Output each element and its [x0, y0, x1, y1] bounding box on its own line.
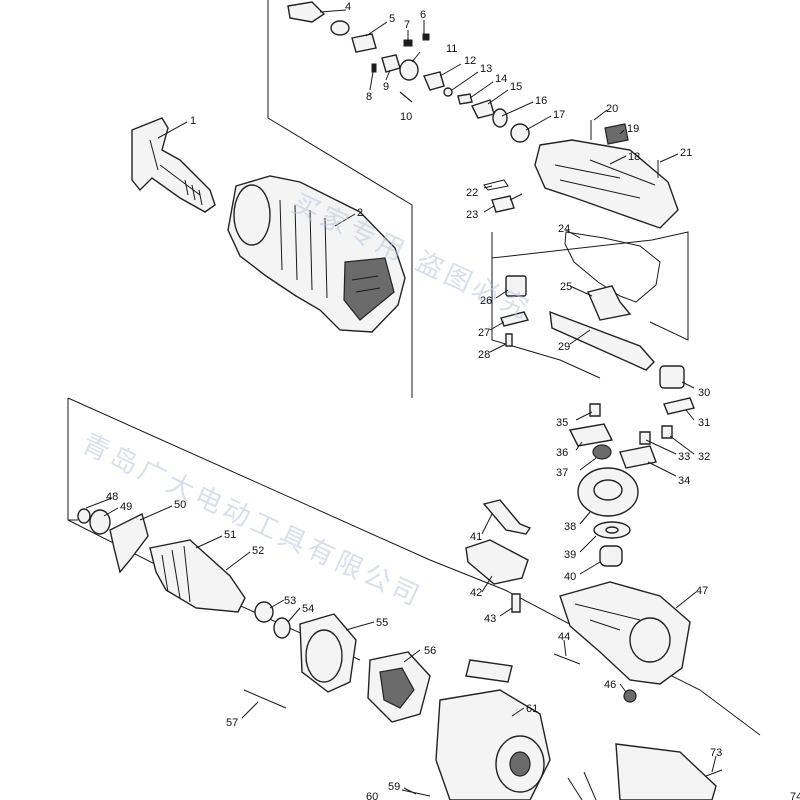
callout-29: 29	[558, 341, 570, 353]
callout-7: 7	[404, 19, 410, 31]
callout-55: 55	[376, 617, 388, 629]
callout-53: 53	[284, 595, 296, 607]
callout-18: 18	[628, 151, 640, 163]
callout-44: 44	[558, 631, 570, 643]
callout-32: 32	[698, 451, 710, 463]
callout-37: 37	[556, 467, 568, 479]
callout-34: 34	[678, 475, 690, 487]
callout-16: 16	[535, 95, 547, 107]
callout-22: 22	[466, 187, 478, 199]
callout-17: 17	[553, 109, 565, 121]
part-mid-assembly	[483, 179, 685, 389]
callout-30: 30	[698, 387, 710, 399]
callout-24: 24	[558, 223, 570, 235]
callout-41: 41	[470, 531, 482, 543]
callout-6: 6	[420, 9, 426, 21]
callout-51: 51	[224, 529, 236, 541]
leader-lines	[85, 9, 717, 795]
callout-39: 39	[564, 549, 576, 561]
callout-42: 42	[470, 587, 482, 599]
callout-50: 50	[174, 499, 186, 511]
callout-14: 14	[495, 73, 507, 85]
callout-13: 13	[480, 63, 492, 75]
callout-4: 4	[345, 1, 351, 13]
callout-52: 52	[252, 545, 264, 557]
callout-54: 54	[302, 603, 314, 615]
part-housing	[227, 175, 406, 333]
callout-48: 48	[106, 491, 118, 503]
callout-27: 27	[478, 327, 490, 339]
callout-35: 35	[556, 417, 568, 429]
callout-56: 56	[424, 645, 436, 657]
callout-labels: 1 2 4 5 6 7 8 9 10 11 12 13 14 15 16 17 …	[106, 1, 800, 800]
callout-60: 60	[366, 791, 378, 800]
callout-20: 20	[606, 103, 618, 115]
callout-47: 47	[696, 585, 708, 597]
callout-49: 49	[120, 501, 132, 513]
callout-43: 43	[484, 613, 496, 625]
callout-21: 21	[680, 147, 692, 159]
part-small-hardware-top	[287, 1, 530, 143]
callout-11: 11	[446, 43, 457, 55]
callout-2: 2	[357, 207, 363, 219]
callout-40: 40	[564, 571, 576, 583]
part-motor-assembly	[77, 508, 431, 723]
callout-23: 23	[466, 209, 478, 221]
callout-12: 12	[464, 55, 476, 67]
callout-73: 73	[710, 747, 722, 759]
callout-31: 31	[698, 417, 710, 429]
callout-46: 46	[604, 679, 616, 691]
callout-36: 36	[556, 447, 568, 459]
callout-33: 33	[678, 451, 690, 463]
callout-57: 57	[226, 717, 238, 729]
callout-10: 10	[400, 111, 412, 123]
callout-59: 59	[388, 781, 400, 793]
callout-19: 19	[627, 123, 639, 135]
callout-38: 38	[564, 521, 576, 533]
callout-15: 15	[510, 81, 522, 93]
callout-61: 61	[526, 703, 538, 715]
callout-25: 25	[560, 281, 572, 293]
callout-74: 74	[790, 791, 800, 800]
callout-28: 28	[478, 349, 490, 361]
callout-5: 5	[389, 13, 395, 25]
part-lower-housing	[465, 499, 691, 703]
part-field-housing	[401, 659, 723, 800]
part-handle-bracket	[131, 117, 216, 213]
callout-8: 8	[366, 91, 372, 103]
part-gear-housing	[534, 120, 679, 229]
part-crank-assembly	[568, 397, 695, 567]
callout-1: 1	[190, 115, 196, 127]
callout-9: 9	[383, 81, 389, 93]
callout-26: 26	[480, 295, 492, 307]
